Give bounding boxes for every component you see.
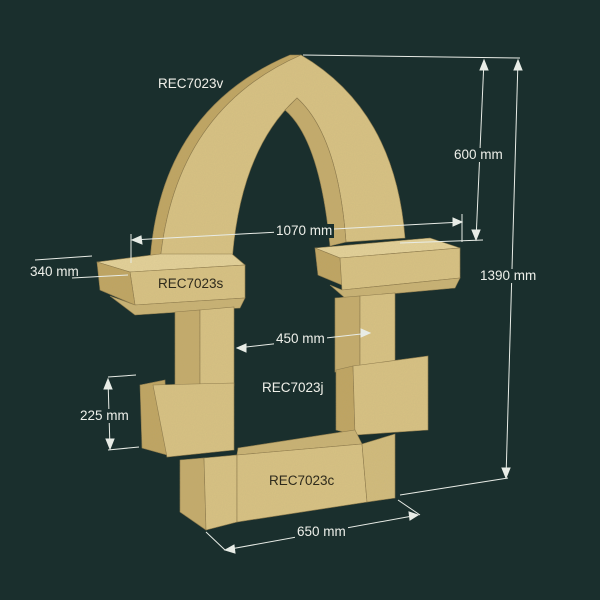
right-block-inner: [335, 365, 356, 436]
dimension-base-width: 650 mm: [295, 524, 348, 539]
dimension-block-height: 225 mm: [78, 408, 131, 423]
dimension-opening-width: 450 mm: [274, 331, 327, 346]
arch-intrados: [284, 97, 347, 247]
base-left-front: [203, 454, 238, 531]
dimension-capital-span: 1070 mm: [274, 223, 335, 238]
arch-front: [159, 54, 406, 263]
right-capital-molding: [329, 277, 461, 299]
right-pillar-side: [334, 295, 361, 373]
part-label-capital: REC7023s: [158, 276, 224, 291]
base-right: [361, 433, 396, 503]
part-label-sill: REC7023c: [269, 473, 335, 488]
left-block-front: [152, 382, 235, 458]
dimension-arch-height: 600 mm: [452, 147, 505, 162]
left-pillar-front: [199, 306, 235, 389]
part-label-jamb: REC7023j: [262, 380, 324, 395]
left-capital-molding: [109, 295, 246, 316]
left-pillar-side: [174, 309, 201, 391]
dimension-total-height: 1390 mm: [478, 268, 539, 283]
base-left-side: [179, 457, 207, 531]
dimension-capital-depth: 340 mm: [30, 264, 79, 279]
part-label-arch: REC7023v: [158, 76, 224, 91]
right-block-front: [352, 355, 429, 436]
